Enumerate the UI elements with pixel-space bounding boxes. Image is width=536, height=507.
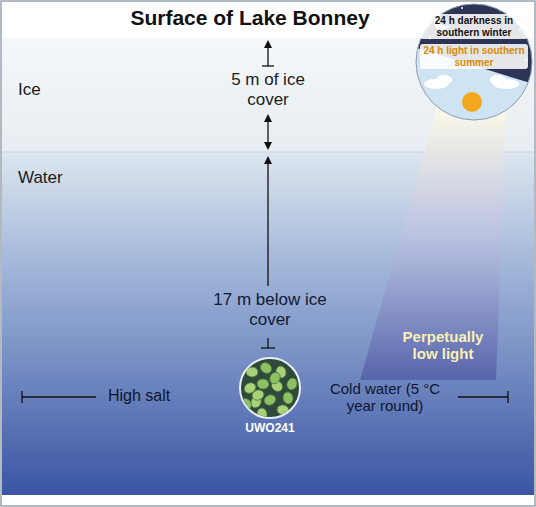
salt-label: High salt bbox=[108, 387, 218, 405]
day-night-node: 24 h darkness in southern winter 24 h lig… bbox=[416, 4, 532, 120]
light-beam bbox=[360, 104, 506, 380]
light-label: Perpetually low light bbox=[390, 328, 496, 363]
organism-label: UWO241 bbox=[236, 422, 304, 436]
season-note: 24 h darkness in southern winter bbox=[420, 14, 528, 39]
cold-bar bbox=[458, 391, 508, 403]
depth-label: 5 m of ice cover bbox=[213, 70, 323, 109]
algae-node: UWO241 bbox=[236, 358, 304, 442]
temperature-label: Cold water (5 °C year round) bbox=[316, 380, 454, 415]
depth-label: 17 m below ice cover bbox=[205, 290, 335, 329]
water-band: Water 17 m below ice coverHigh salt Cold w… bbox=[0, 152, 536, 495]
algae-circle bbox=[238, 358, 300, 420]
season-note: 24 h light in southern summer bbox=[420, 44, 528, 69]
band-label: Ice bbox=[18, 80, 108, 100]
band-label: Water bbox=[18, 168, 108, 188]
salt-bar bbox=[22, 391, 96, 403]
day-night-disc bbox=[410, 0, 536, 124]
